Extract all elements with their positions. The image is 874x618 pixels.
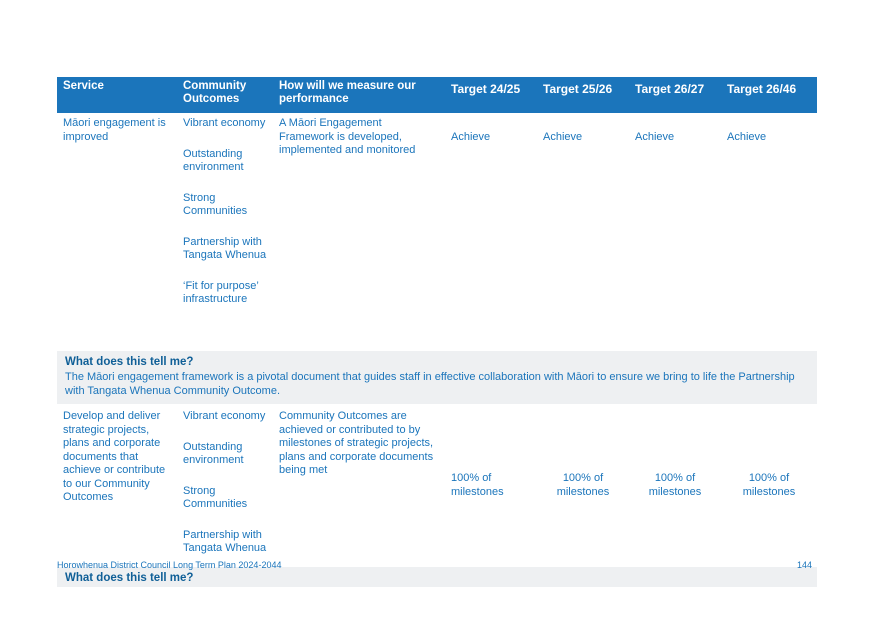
tell-title: What does this tell me?	[65, 356, 194, 368]
outcome-item: Vibrant economy	[183, 410, 266, 422]
service-cell: Develop and deliver strategic projects, …	[63, 410, 166, 503]
what-does-this-tell-me: What does this tell me?	[57, 567, 817, 587]
header-measure: How will we measure our performance	[279, 80, 416, 105]
performance-table: Service Community Outcomes How will we m…	[57, 77, 817, 587]
target-cell: Achieve	[451, 131, 491, 143]
header-target-2: Target 25/26	[543, 82, 613, 96]
target-cell: 100% of milestones	[742, 472, 796, 498]
table-row: Māori engagement is improved Vibrant eco…	[57, 113, 817, 351]
measure-cell: A Māori Engagement Framework is develope…	[279, 117, 416, 156]
service-cell: Māori engagement is improved	[63, 117, 166, 143]
outcome-item: Outstanding environment	[183, 147, 244, 174]
target-cell: 100% of milestones	[648, 472, 702, 498]
header-target-1: Target 24/25	[451, 82, 521, 96]
measure-cell: Community Outcomes are achieved or contr…	[279, 410, 434, 476]
outcome-item: Partnership with Tangata Whenua	[183, 235, 267, 262]
tell-text: The Māori engagement framework is a pivo…	[65, 371, 795, 397]
outcomes-cell: Vibrant economy Outstanding environment …	[177, 410, 273, 567]
outcome-item: Strong Communities	[183, 191, 248, 218]
target-cell: Achieve	[727, 131, 767, 143]
header-community-outcomes: Community Outcomes	[183, 80, 247, 105]
footer-title: Horowhenua District Council Long Term Pl…	[57, 560, 282, 570]
page-number: 144	[796, 560, 812, 570]
header-service: Service	[63, 80, 104, 92]
header-target-3: Target 26/27	[635, 82, 705, 96]
outcome-item: Partnership with Tangata Whenua	[183, 528, 267, 555]
target-cell: Achieve	[635, 131, 675, 143]
header-target-4: Target 26/46	[727, 82, 797, 96]
what-does-this-tell-me: What does this tell me? The Māori engage…	[57, 351, 817, 404]
tell-title: What does this tell me?	[65, 572, 194, 584]
table-row: Develop and deliver strategic projects, …	[57, 404, 817, 567]
table-header: Service Community Outcomes How will we m…	[57, 77, 817, 113]
outcome-item: Strong Communities	[183, 484, 248, 511]
page-footer: Horowhenua District Council Long Term Pl…	[57, 560, 812, 570]
outcome-item: Vibrant economy	[183, 117, 266, 129]
outcome-item: Outstanding environment	[183, 440, 244, 467]
target-cell: 100% of milestones	[451, 472, 504, 498]
outcome-item: ‘Fit for purpose’ infrastructure	[183, 279, 259, 306]
target-cell: 100% of milestones	[556, 472, 610, 498]
target-cell: Achieve	[543, 131, 583, 143]
outcomes-cell: Vibrant economy Outstanding environment …	[177, 117, 273, 351]
